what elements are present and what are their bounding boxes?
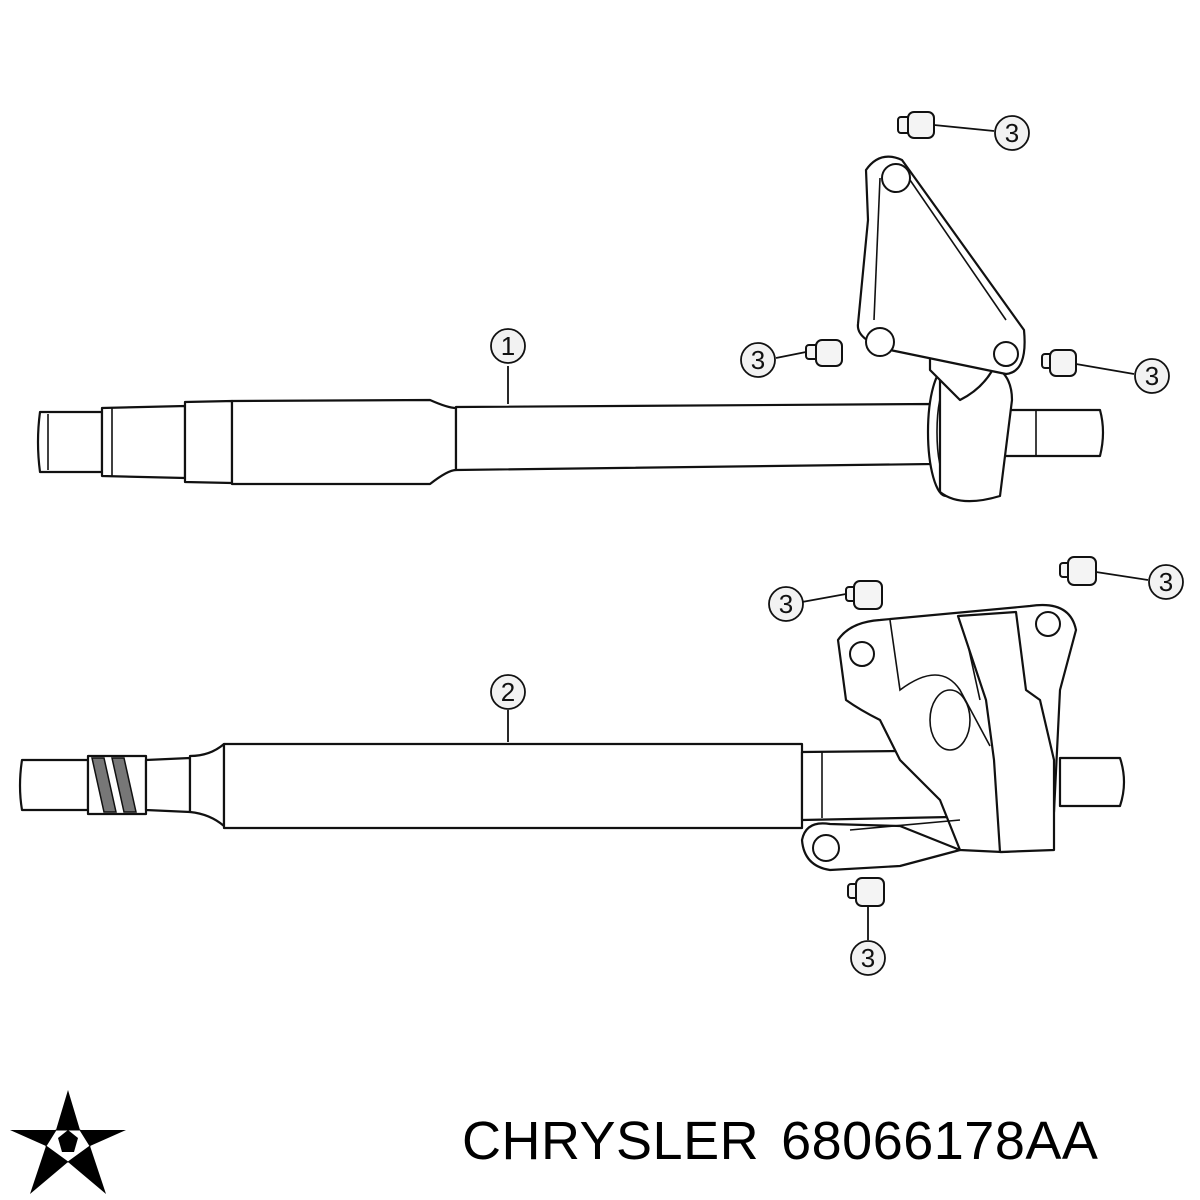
- bolt-f: [847, 877, 885, 907]
- bracket-1: [856, 155, 1026, 503]
- brand-footer: [0, 1086, 1200, 1200]
- svg-text:3: 3: [1159, 567, 1173, 597]
- chrysler-pentastar-icon: [10, 1090, 126, 1194]
- svg-text:3: 3: [861, 943, 875, 973]
- shaft-1: [36, 398, 1105, 486]
- bolt-e: [1059, 556, 1097, 586]
- leader-lines: [507, 124, 1149, 940]
- callout-1: 1: [490, 328, 526, 364]
- svg-text:3: 3: [1145, 361, 1159, 391]
- svg-text:3: 3: [779, 589, 793, 619]
- part-number: 68066178AA: [781, 1111, 1099, 1171]
- brand-caption: CHRYSLER 68066178AA: [462, 1110, 1120, 1172]
- callout-3a: 3: [994, 115, 1030, 151]
- bracket-2: [800, 604, 1078, 872]
- bolt-b: [805, 339, 843, 367]
- bolt-d: [845, 580, 883, 610]
- svg-text:2: 2: [501, 677, 515, 707]
- callout-3f: 3: [850, 940, 886, 976]
- svg-text:1: 1: [501, 331, 515, 361]
- callout-3d: 3: [768, 586, 804, 622]
- bolt-c: [1041, 349, 1077, 377]
- svg-text:3: 3: [1005, 118, 1019, 148]
- callout-3e: 3: [1148, 564, 1184, 600]
- svg-text:3: 3: [751, 345, 765, 375]
- brand-name: CHRYSLER: [462, 1111, 760, 1171]
- callout-3c: 3: [1134, 358, 1170, 394]
- callout-2: 2: [490, 674, 526, 710]
- bolt-a: [897, 111, 935, 139]
- callout-3b: 3: [740, 342, 776, 378]
